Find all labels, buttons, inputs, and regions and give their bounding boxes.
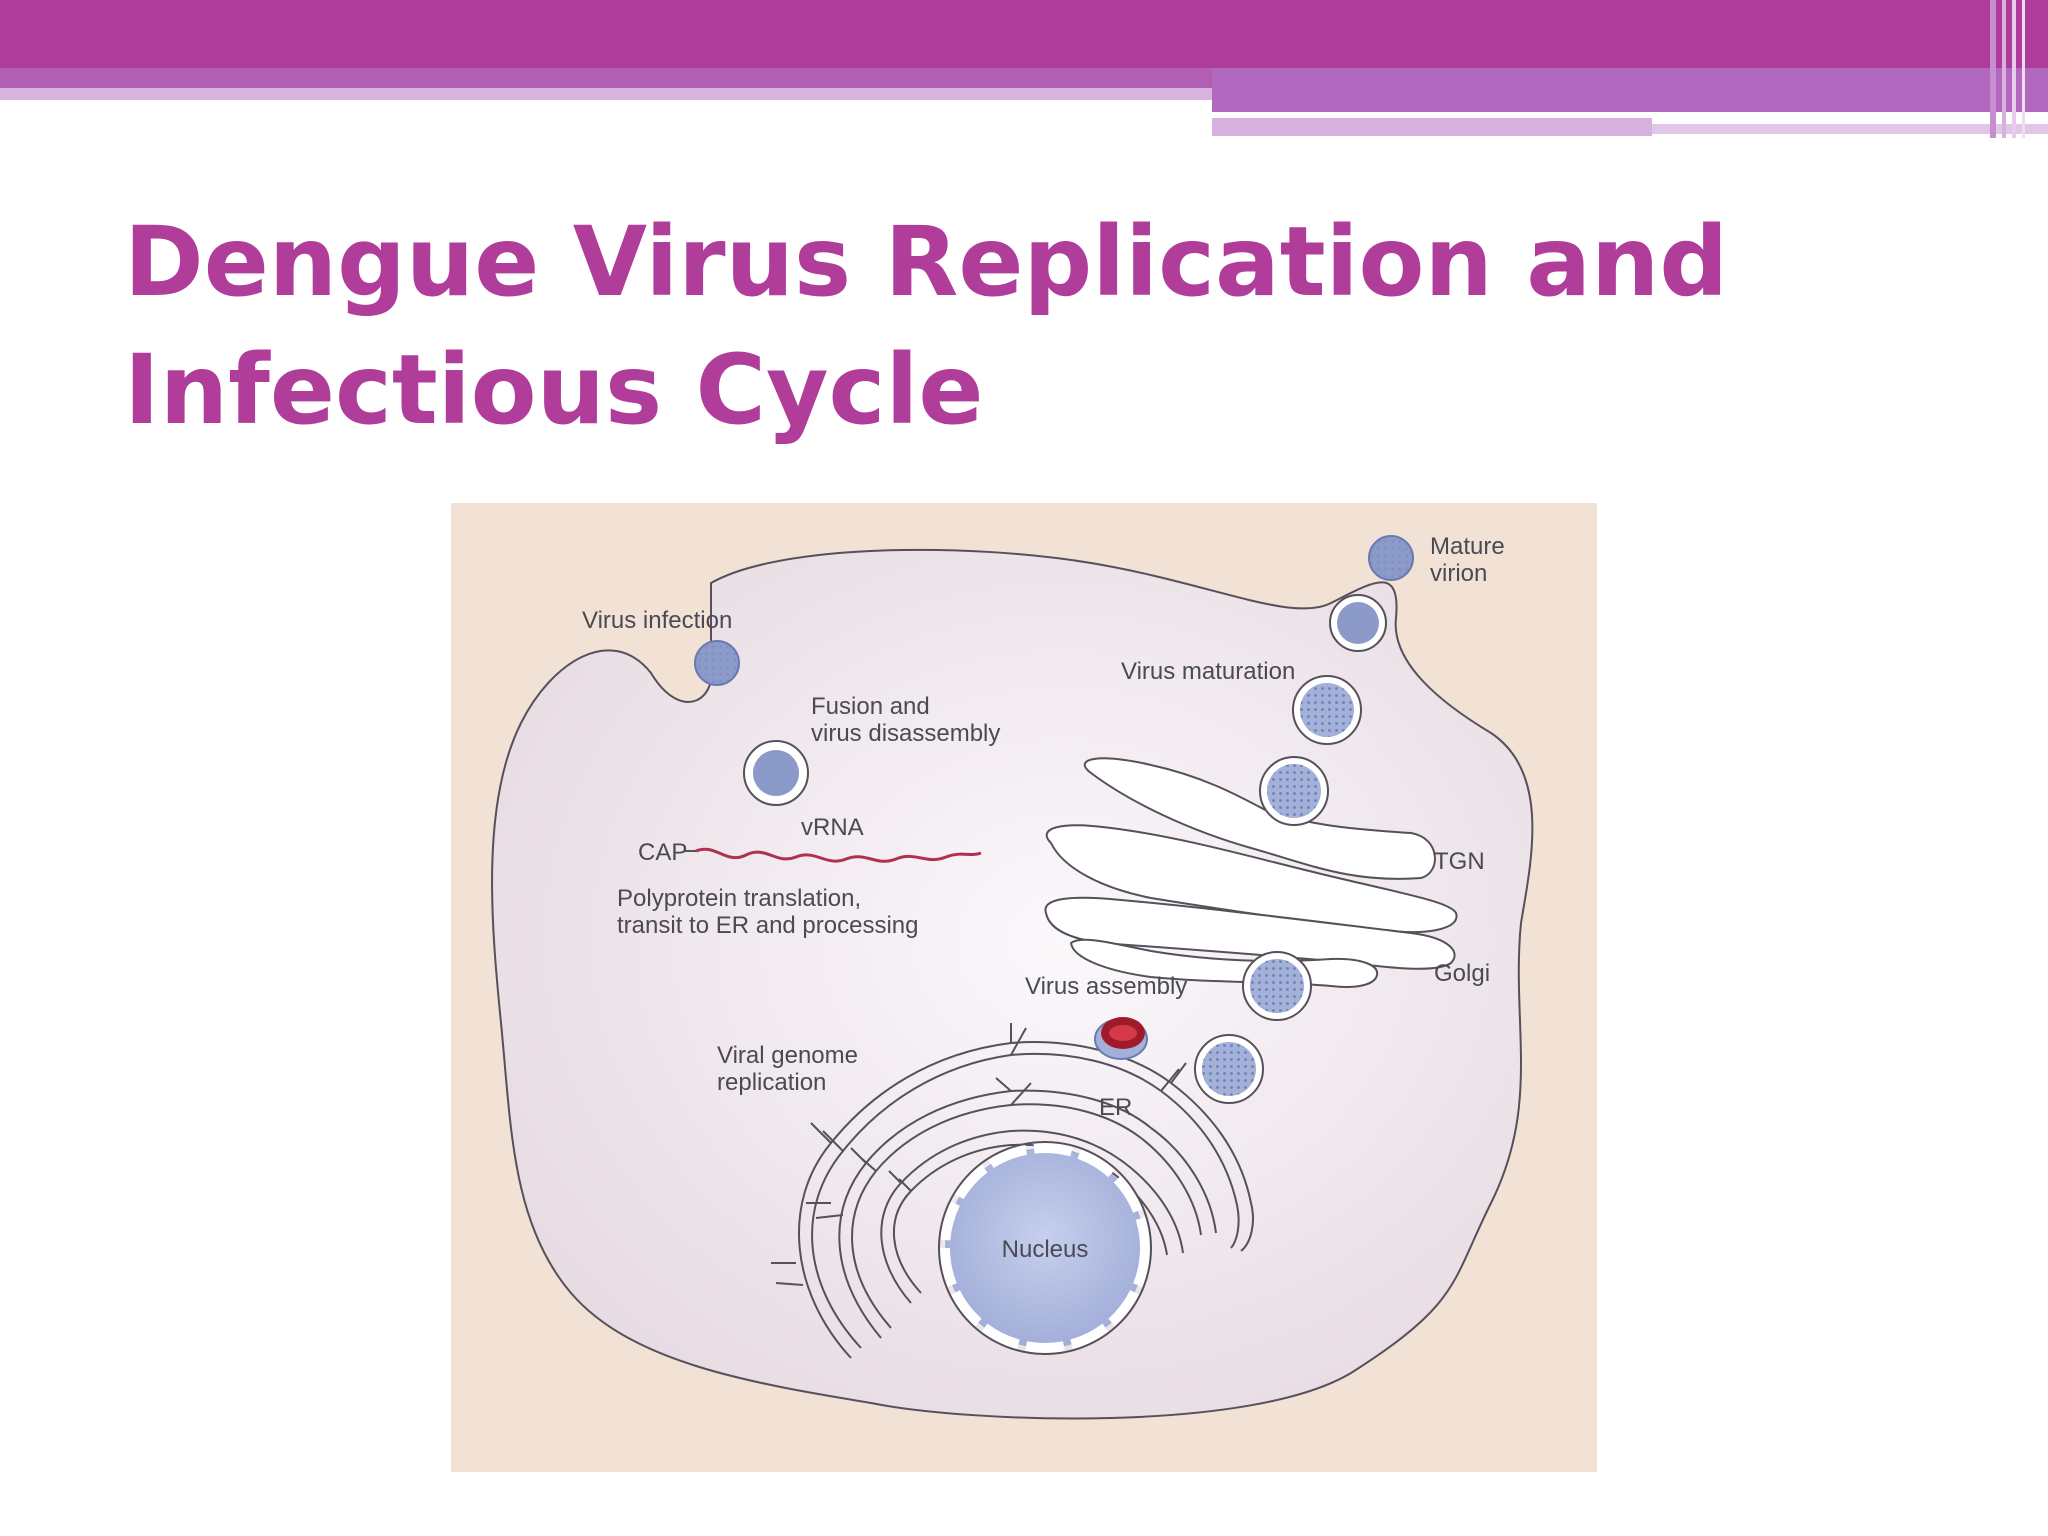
tgn-virion-icon <box>1260 757 1328 825</box>
mature-virion-icon <box>1369 536 1413 580</box>
maturing-virion-icon <box>1293 676 1361 744</box>
fusion-label-2: virus disassembly <box>811 720 1000 747</box>
nucleus-label: Nucleus <box>1002 1236 1089 1263</box>
title-line-1: Dengue Virus Replication and <box>124 198 1824 326</box>
golgi-label: Golgi <box>1434 960 1490 987</box>
golgi-virion-icon <box>1243 952 1311 1020</box>
virus-assembly-label: Virus assembly <box>1025 973 1187 1000</box>
translation-label: Polyprotein translation, <box>617 885 861 912</box>
header-bars <box>0 0 2048 140</box>
dengue-cycle-diagram: Mature virion Virus infection Virus matu… <box>451 503 1597 1472</box>
exiting-virion-icon <box>1330 595 1386 651</box>
virus-maturation-label: Virus maturation <box>1121 658 1295 685</box>
tgn-label: TGN <box>1434 848 1485 875</box>
slide-title: Dengue Virus Replication and Infectious … <box>124 198 1824 454</box>
title-line-2: Infectious Cycle <box>124 326 1824 454</box>
infecting-virion-icon <box>695 641 739 685</box>
cap-label: CAP <box>638 839 687 866</box>
mature-virion-label: Mature <box>1430 533 1505 560</box>
endosome-virion-icon <box>744 741 808 805</box>
er-virion-icon <box>1195 1035 1263 1103</box>
viral-genome-label-2: replication <box>717 1069 826 1096</box>
translation-label-2: transit to ER and processing <box>617 912 919 939</box>
fusion-label: Fusion and <box>811 693 930 720</box>
mature-virion-label-2: virion <box>1430 560 1487 587</box>
virus-infection-label: Virus infection <box>582 607 732 634</box>
er-label: ER <box>1099 1094 1132 1121</box>
viral-genome-label: Viral genome <box>717 1042 858 1069</box>
vrna-label: vRNA <box>801 814 864 841</box>
